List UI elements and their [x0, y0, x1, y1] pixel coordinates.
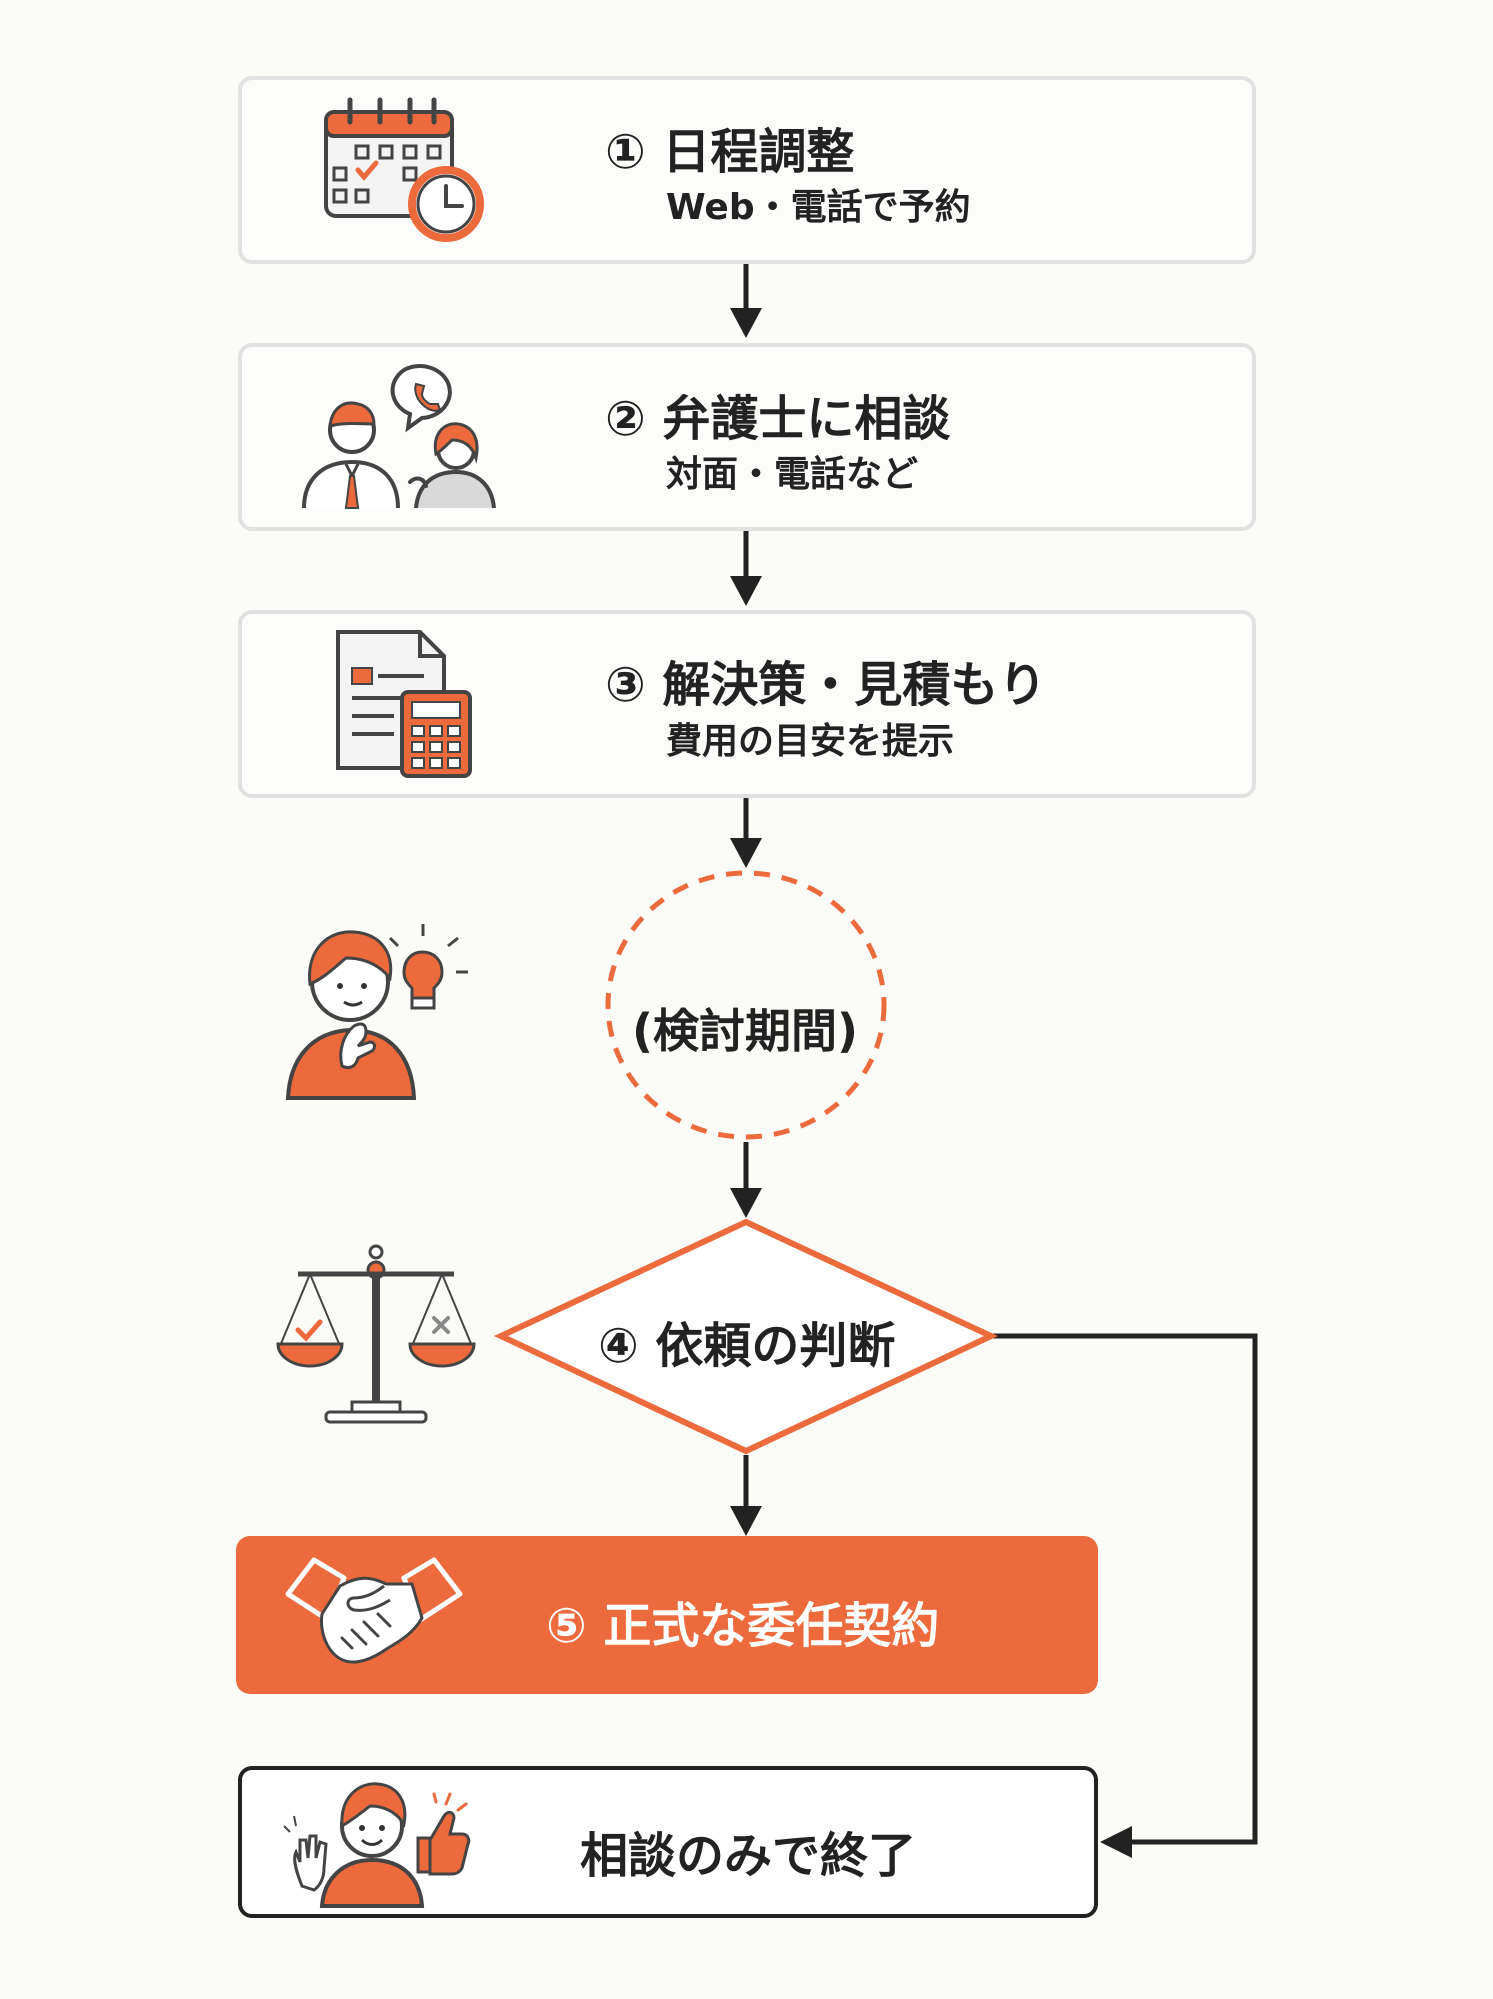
- decision-label: ④ 依頼の判断: [598, 1318, 896, 1374]
- step-3-title: ③ 解決策・見積もり: [605, 657, 1047, 713]
- step-2-box: [238, 343, 1256, 531]
- end-label: 相談のみで終了: [580, 1828, 917, 1884]
- calendar-clock-icon: [324, 97, 484, 242]
- thumbs-up-person-icon: [283, 1782, 471, 1908]
- step-2-subtitle: 対面・電話など: [666, 454, 919, 495]
- review-label: (検討期間): [632, 1004, 859, 1058]
- scales-icon: [276, 1244, 476, 1424]
- contract-label: ⑤ 正式な委任契約: [546, 1598, 940, 1654]
- review-circle: [605, 870, 887, 1140]
- arrow-review-4: [730, 1142, 762, 1218]
- thinking-person-icon: [285, 924, 468, 1100]
- arrow-3-review: [730, 798, 762, 868]
- step-1-title: ① 日程調整: [605, 124, 855, 180]
- arrow-2-3: [730, 531, 762, 606]
- step-1-subtitle: Web・電話で予約: [666, 187, 971, 228]
- lawyer-consultation-icon: [302, 364, 496, 509]
- arrow-4-5: [730, 1455, 762, 1536]
- step-2-title: ② 弁護士に相談: [605, 391, 951, 447]
- document-calculator-icon: [336, 630, 472, 778]
- handshake-icon: [285, 1557, 463, 1664]
- step-3-subtitle: 費用の目安を提示: [666, 721, 955, 762]
- arrow-4-end: [993, 1333, 1258, 1858]
- arrow-1-2: [730, 264, 762, 338]
- decision-diamond: [493, 1218, 999, 1455]
